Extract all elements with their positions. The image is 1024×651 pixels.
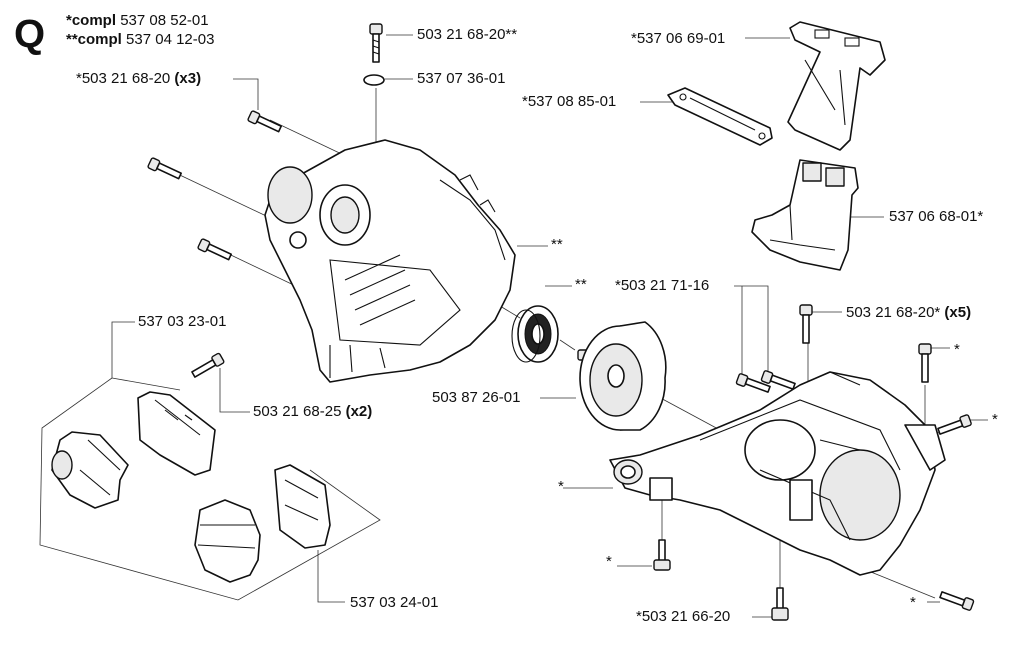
compl-number: 537 04 12-03 (126, 31, 215, 48)
label-text: 503 21 68-20** (417, 26, 518, 43)
section-letter: Q (14, 12, 46, 56)
label-qty: (x3) (174, 70, 202, 87)
screws (147, 23, 975, 621)
label-part-503872601: 503 87 26-01 (432, 389, 520, 406)
drum (577, 321, 667, 431)
sleeve-part-b (137, 391, 216, 476)
label-text: * (606, 553, 612, 570)
label-part-503216820-top: 503 21 68-20** (417, 26, 517, 43)
sleeve-part-d (274, 464, 331, 549)
compl-line-2: **compl 537 04 12-03 (66, 31, 214, 48)
label-text: ** (551, 236, 563, 253)
label-text: 537 06 68-01* (889, 208, 984, 225)
label-star-bearing: ** (575, 276, 587, 293)
sleeve-part-a (51, 431, 129, 509)
compl-prefix: *compl (66, 12, 117, 29)
label-text: *537 06 69-01 (631, 30, 726, 47)
label-part-503217116: *503 21 71-16 (615, 277, 709, 294)
label-part-537066901: *537 06 69-01 (631, 30, 725, 47)
label-part-503216620: *503 21 66-20 (636, 608, 730, 625)
label-text: 503 87 26-01 (432, 389, 521, 406)
crankcase-body (609, 371, 946, 576)
label-part-503216820-x5: 503 21 68-20* (x5) (846, 304, 971, 321)
label-star-housing: ** (551, 236, 563, 253)
compl-number: 537 08 52-01 (120, 12, 209, 29)
label-text: 537 07 36-01 (417, 70, 506, 87)
label-star-right-2: * (992, 411, 998, 428)
label-text: * (910, 594, 916, 611)
label-part-503216820-x3: *503 21 68-20 (x3) (76, 70, 201, 87)
label-text: * (558, 478, 564, 495)
label-part-537032401: 537 03 24-01 (350, 594, 438, 611)
label-text: 503 21 68-20* (846, 304, 945, 321)
label-star-bottom-right: * (910, 594, 916, 611)
label-part-537073601: 537 07 36-01 (417, 70, 505, 87)
label-part-537066801: 537 06 68-01* (889, 208, 983, 225)
label-text: *503 21 66-20 (636, 608, 731, 625)
sleeve-part-c (194, 499, 261, 583)
label-star-right-1: * (954, 341, 960, 358)
leader-lines (39, 34, 988, 618)
label-text: *503 21 71-16 (615, 277, 710, 294)
crankcase-half (264, 139, 516, 383)
label-text: * (992, 411, 998, 428)
label-star-left: * (558, 478, 564, 495)
label-part-537088501: *537 08 85-01 (522, 93, 616, 110)
bracket-frame (787, 21, 886, 151)
cover-part (751, 159, 859, 271)
label-qty: (x2) (345, 403, 373, 420)
label-qty: (x5) (944, 304, 972, 321)
label-text: 537 03 23-01 (138, 313, 227, 330)
label-text: 503 21 68-25 (253, 403, 346, 420)
label-part-537032301: 537 03 23-01 (138, 313, 226, 330)
bearing (511, 305, 559, 363)
label-text: ** (575, 276, 587, 293)
label-star-bolt: * (606, 553, 612, 570)
label-text: *503 21 68-20 (76, 70, 175, 87)
label-text: * (954, 341, 960, 358)
compl-line-1: *compl 537 08 52-01 (66, 12, 209, 29)
label-part-503216825: 503 21 68-25 (x2) (253, 403, 372, 420)
label-text: *537 08 85-01 (522, 93, 617, 110)
gasket-plate (667, 87, 773, 146)
label-text: 537 03 24-01 (350, 594, 439, 611)
compl-prefix: **compl (66, 31, 122, 48)
